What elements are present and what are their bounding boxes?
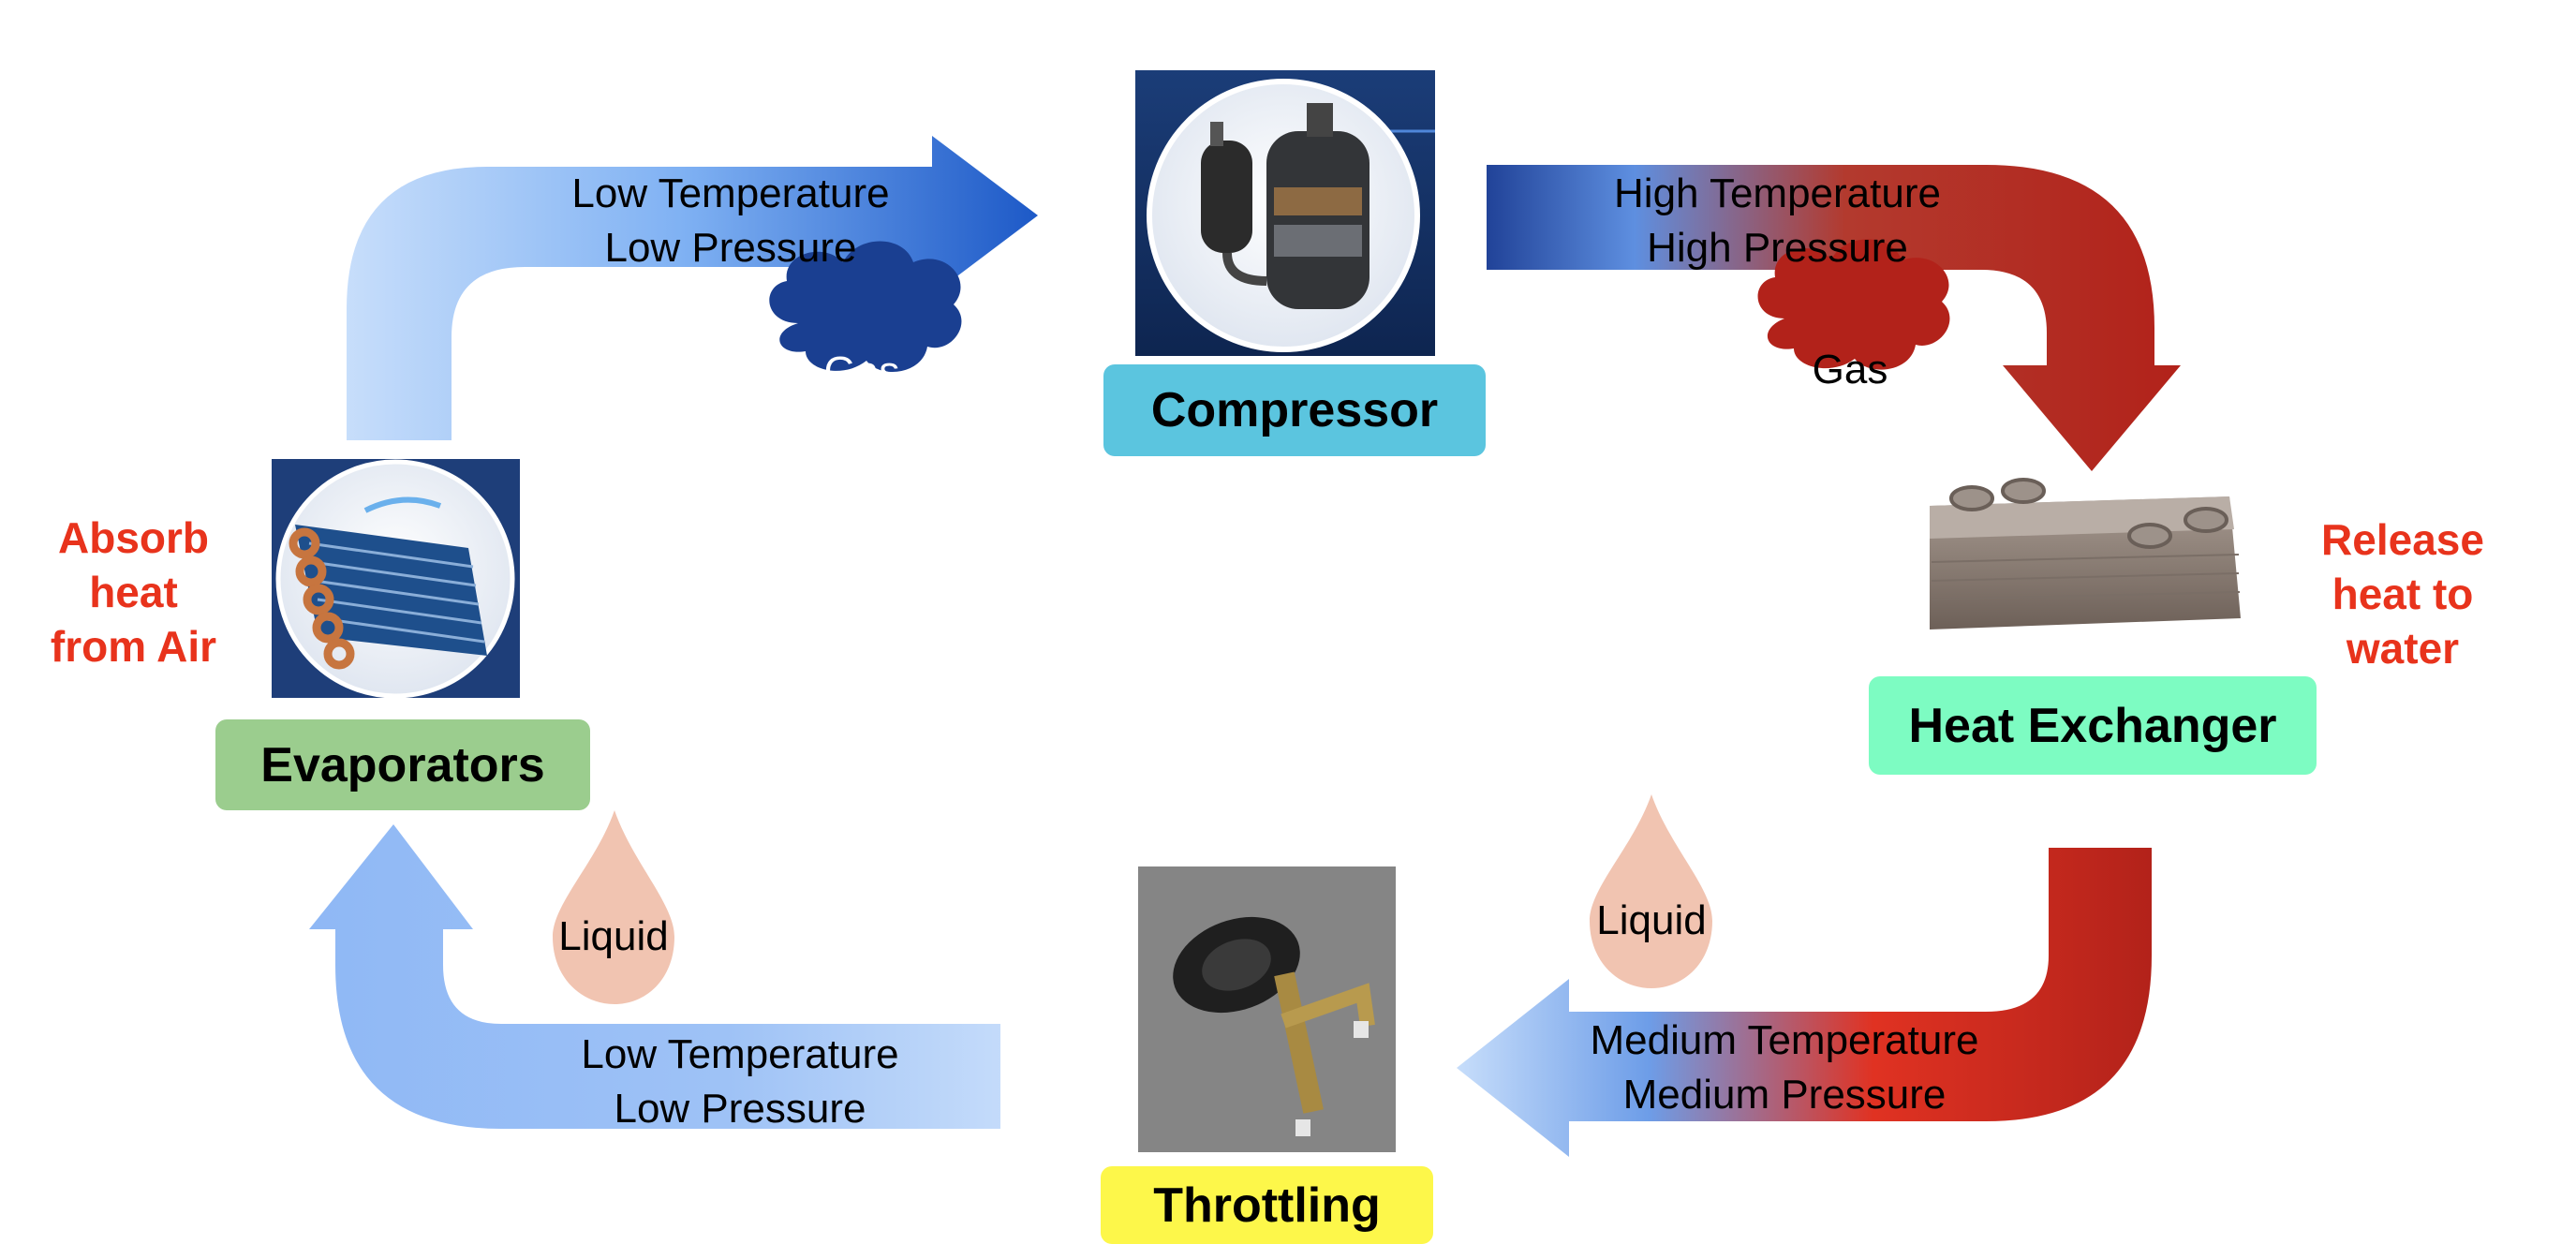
arrow-heat-exchanger-to-throttling: [1457, 848, 2152, 1157]
throttling-valve-image: [1138, 866, 1396, 1152]
arrow-evaporators-to-compressor: [347, 136, 1038, 440]
release-heat-note: Release heat to water: [2321, 515, 2484, 673]
flow-text-evaporators-to-compressor: Low Temperature Low Pressure: [571, 170, 890, 271]
flow-text-throttling-to-evaporators: Low Temperature Low Pressure: [581, 1031, 899, 1132]
absorb-heat-note: Absorb heat from Air: [50, 513, 217, 671]
evaporator-image: [272, 459, 520, 699]
heat-exchanger-label: Heat Exchanger: [1869, 676, 2317, 775]
liquid-drop-right: [1590, 794, 1712, 988]
gas-cloud-red: [1757, 239, 1950, 370]
flow-text-heat-exchanger-to-throttling: Medium Temperature Medium Pressure: [1590, 1017, 1979, 1118]
compressor-label: Compressor: [1103, 364, 1486, 456]
gas-cloud-blue: [769, 241, 962, 372]
compressor-image: [1135, 70, 1435, 356]
evaporators-label: Evaporators: [215, 719, 590, 810]
gas-label-red: Gas: [1812, 347, 1888, 392]
arrow-throttling-to-evaporators: [309, 824, 1000, 1129]
liquid-label-right: Liquid: [1596, 897, 1707, 943]
arrow-compressor-to-heat-exchanger: [1487, 165, 2181, 471]
liquid-drop-left: [553, 810, 674, 1004]
liquid-label-left: Liquid: [558, 913, 669, 959]
gas-label-blue: Gas: [823, 348, 900, 394]
flow-text-compressor-to-heat-exchanger: High Temperature High Pressure: [1614, 170, 1941, 271]
throttling-label: Throttling: [1101, 1166, 1433, 1244]
heat-exchanger-image: [1930, 478, 2241, 629]
